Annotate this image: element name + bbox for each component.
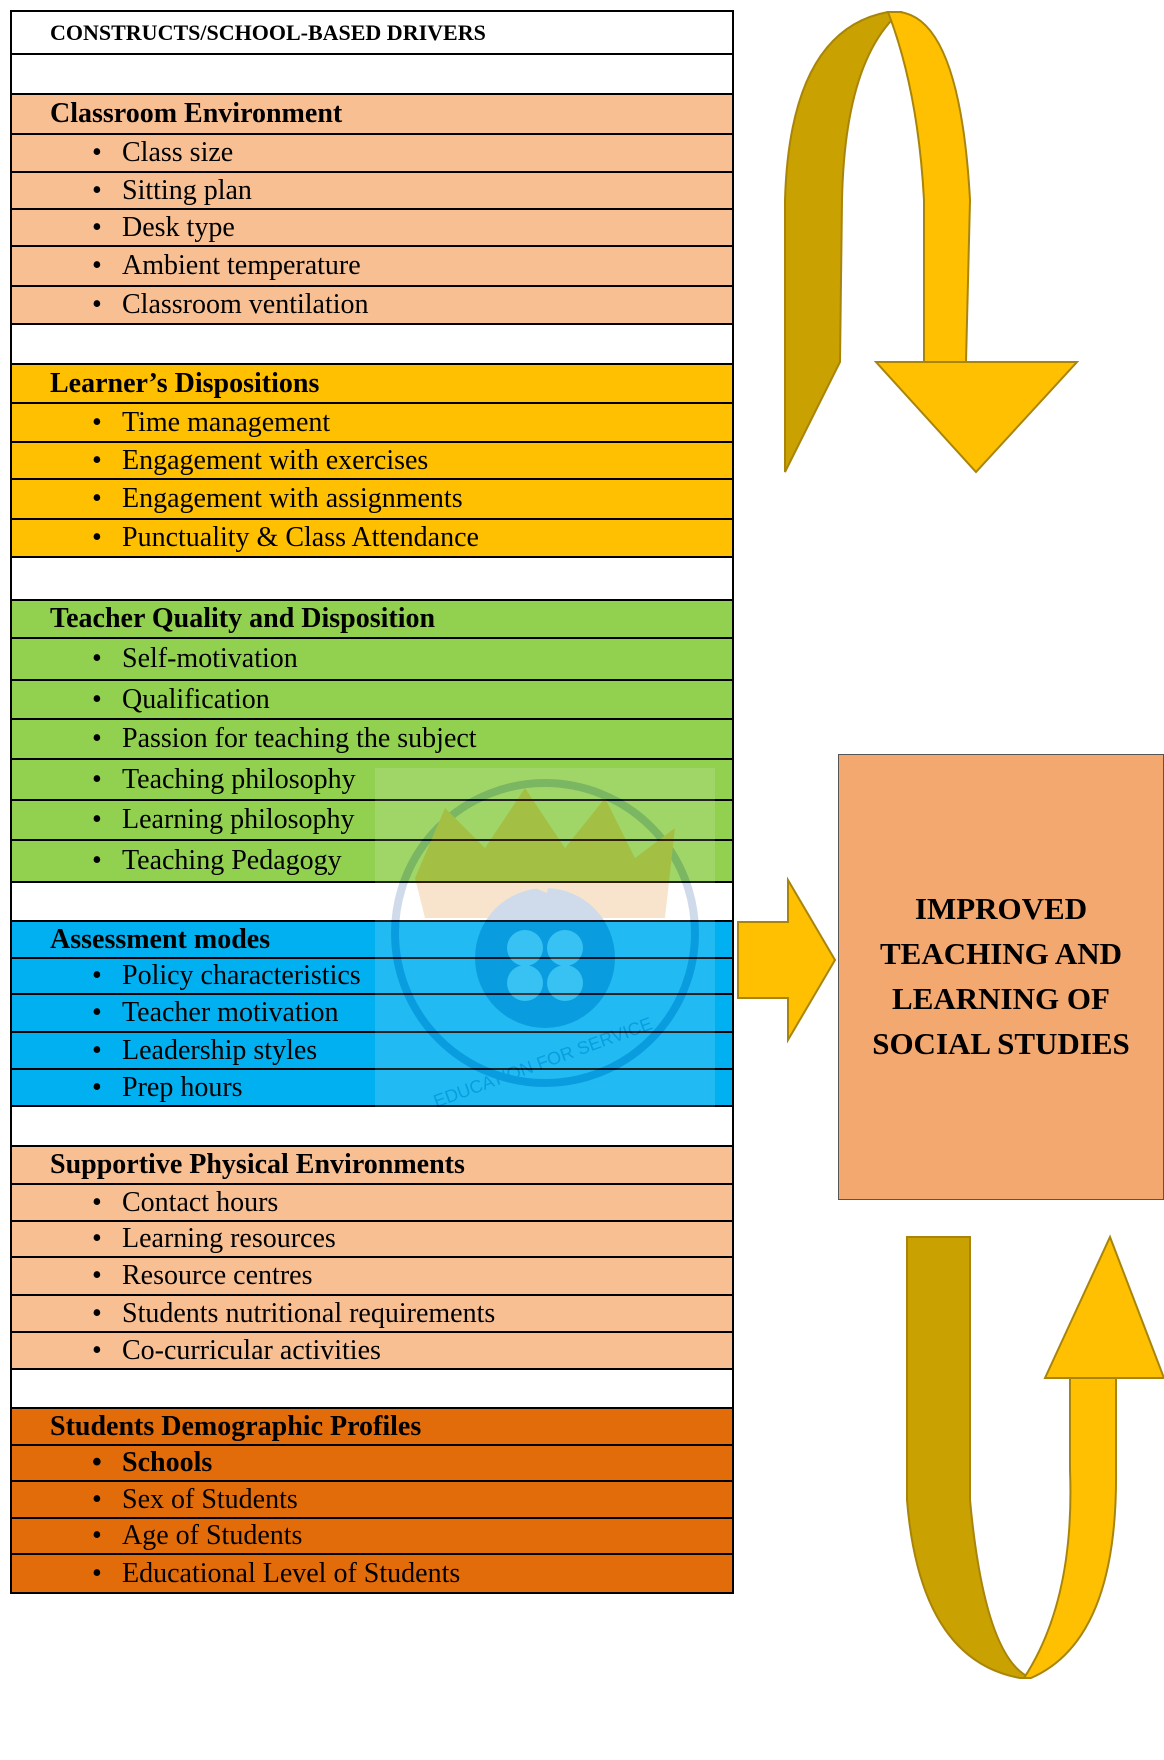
section-heading: Teacher Quality and Disposition (12, 601, 732, 639)
spacer-row (12, 1107, 732, 1147)
section-heading: Classroom Environment (12, 95, 732, 135)
list-item: Contact hours (12, 1185, 732, 1222)
list-item: Self-motivation (12, 639, 732, 681)
list-item: Passion for teaching the subject (12, 720, 732, 760)
table-header: CONSTRUCTS/SCHOOL-BASED DRIVERS (12, 12, 732, 55)
list-item: Age of Students (12, 1519, 732, 1555)
list-item: Students nutritional requirements (12, 1296, 732, 1333)
list-item: Co-curricular activities (12, 1333, 732, 1370)
sections-container: Classroom EnvironmentClass sizeSitting p… (12, 95, 732, 1592)
list-item: Sex of Students (12, 1482, 732, 1519)
list-item: Punctuality & Class Attendance (12, 520, 732, 558)
list-item: Learning philosophy (12, 801, 732, 841)
spacer-row (12, 55, 732, 95)
list-item: Classroom ventilation (12, 287, 732, 325)
spacer-row (12, 558, 732, 601)
list-item: Qualification (12, 681, 732, 720)
spacer-row (12, 325, 732, 365)
curved-arrow-bottom-dark-band (906, 1236, 1032, 1679)
outcome-text: IMPROVED TEACHING AND LEARNING OF SOCIAL… (872, 891, 1130, 1061)
right-arrow (737, 876, 837, 1044)
list-item: Desk type (12, 210, 732, 247)
list-item: Leadership styles (12, 1033, 732, 1070)
list-item: Time management (12, 404, 732, 443)
curved-arrow-bottom-head (1043, 1234, 1164, 1379)
list-item: Prep hours (12, 1070, 732, 1107)
constructs-table: CONSTRUCTS/SCHOOL-BASED DRIVERS Classroo… (10, 10, 734, 1594)
list-item: Learning resources (12, 1222, 732, 1258)
section-heading: Supportive Physical Environments (12, 1147, 732, 1185)
list-item: Ambient temperature (12, 247, 732, 287)
list-item: Resource centres (12, 1258, 732, 1296)
list-item: Schools (12, 1446, 732, 1482)
spacer-row (12, 1370, 732, 1409)
curved-arrow-bottom-light-band (1022, 1377, 1118, 1679)
list-item: Sitting plan (12, 173, 732, 210)
list-item: Teacher motivation (12, 995, 732, 1033)
curved-arrow-top-dark-band (784, 11, 903, 473)
list-item: Policy characteristics (12, 959, 732, 995)
watermark-seal: EDUCATION FOR SERVICE (375, 768, 715, 1113)
outcome-box: IMPROVED TEACHING AND LEARNING OF SOCIAL… (838, 754, 1164, 1200)
list-item: Teaching Pedagogy (12, 841, 732, 883)
section-heading: Learner’s Dispositions (12, 365, 732, 404)
list-item: Teaching philosophy (12, 760, 732, 801)
section-heading: Students Demographic Profiles (12, 1409, 732, 1446)
curved-arrow-top-head (873, 361, 1080, 474)
curved-arrow-top-light-band (886, 11, 972, 363)
list-item: Engagement with assignments (12, 480, 732, 520)
list-item: Engagement with exercises (12, 443, 732, 480)
spacer-row (12, 883, 732, 922)
list-item: Class size (12, 135, 732, 173)
list-item: Educational Level of Students (12, 1555, 732, 1592)
section-heading: Assessment modes (12, 922, 732, 959)
